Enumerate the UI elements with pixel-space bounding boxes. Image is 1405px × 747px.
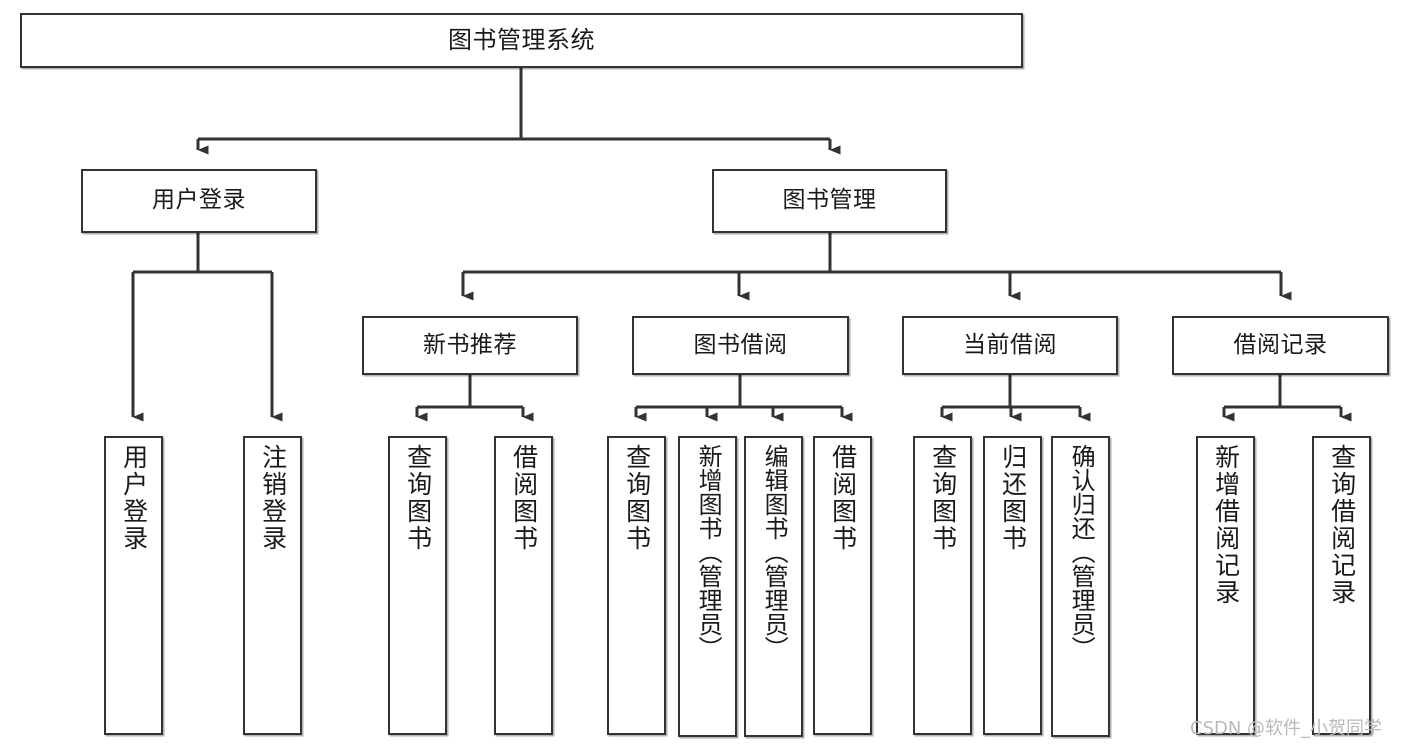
node-leaf-borrow-book-2-label: 借阅图书 xyxy=(828,444,858,552)
node-leaf-add-book[interactable]: 新增图书（管理员） xyxy=(678,436,737,737)
node-leaf-return-book[interactable]: 归还图书 xyxy=(983,436,1042,735)
node-book-manage[interactable]: 图书管理 xyxy=(712,169,947,233)
node-leaf-add-record[interactable]: 新增借阅记录 xyxy=(1196,436,1255,735)
node-leaf-query-book-3[interactable]: 查询图书 xyxy=(913,436,972,735)
node-leaf-query-book-2[interactable]: 查询图书 xyxy=(607,436,666,735)
node-leaf-user-login-label: 用户登录 xyxy=(119,444,149,552)
node-book-manage-label: 图书管理 xyxy=(782,187,877,214)
csdn-watermark: CSDN @软件_小贺同学 xyxy=(1190,718,1383,739)
node-leaf-user-login[interactable]: 用户登录 xyxy=(104,436,163,735)
node-leaf-query-book-1-label: 查询图书 xyxy=(403,444,433,552)
node-new-book-rec[interactable]: 新书推荐 xyxy=(362,316,578,375)
node-leaf-borrow-book-2[interactable]: 借阅图书 xyxy=(813,436,872,735)
node-leaf-borrow-book-1-label: 借阅图书 xyxy=(509,444,539,552)
node-leaf-confirm-return-label: 确认归还（管理员） xyxy=(1067,444,1096,660)
node-leaf-query-record-label: 查询借阅记录 xyxy=(1327,444,1357,606)
node-leaf-edit-book[interactable]: 编辑图书（管理员） xyxy=(744,436,803,737)
node-leaf-query-book-1[interactable]: 查询图书 xyxy=(388,436,447,735)
node-user-login[interactable]: 用户登录 xyxy=(81,169,317,233)
node-current-borrow-label: 当前借阅 xyxy=(963,331,1057,358)
node-user-login-label: 用户登录 xyxy=(152,187,246,214)
node-borrow-record-label: 借阅记录 xyxy=(1233,331,1328,358)
node-leaf-return-book-label: 归还图书 xyxy=(998,444,1028,552)
node-book-borrow[interactable]: 图书借阅 xyxy=(632,316,849,375)
node-leaf-query-book-2-label: 查询图书 xyxy=(622,444,652,552)
node-leaf-borrow-book-1[interactable]: 借阅图书 xyxy=(494,436,553,735)
node-leaf-edit-book-label: 编辑图书（管理员） xyxy=(760,444,789,660)
node-root-label: 图书管理系统 xyxy=(448,26,595,55)
node-new-book-rec-label: 新书推荐 xyxy=(423,331,517,358)
node-book-borrow-label: 图书借阅 xyxy=(693,331,788,358)
node-leaf-query-record[interactable]: 查询借阅记录 xyxy=(1312,436,1371,735)
node-leaf-add-book-label: 新增图书（管理员） xyxy=(694,444,723,660)
node-leaf-add-record-label: 新增借阅记录 xyxy=(1211,444,1241,606)
node-leaf-user-logout-label: 注销登录 xyxy=(258,444,288,552)
node-root[interactable]: 图书管理系统 xyxy=(20,13,1023,68)
node-leaf-user-logout[interactable]: 注销登录 xyxy=(243,436,302,735)
node-leaf-confirm-return[interactable]: 确认归还（管理员） xyxy=(1051,436,1110,737)
node-current-borrow[interactable]: 当前借阅 xyxy=(902,316,1118,375)
node-leaf-query-book-3-label: 查询图书 xyxy=(928,444,958,552)
node-borrow-record[interactable]: 借阅记录 xyxy=(1172,316,1389,375)
